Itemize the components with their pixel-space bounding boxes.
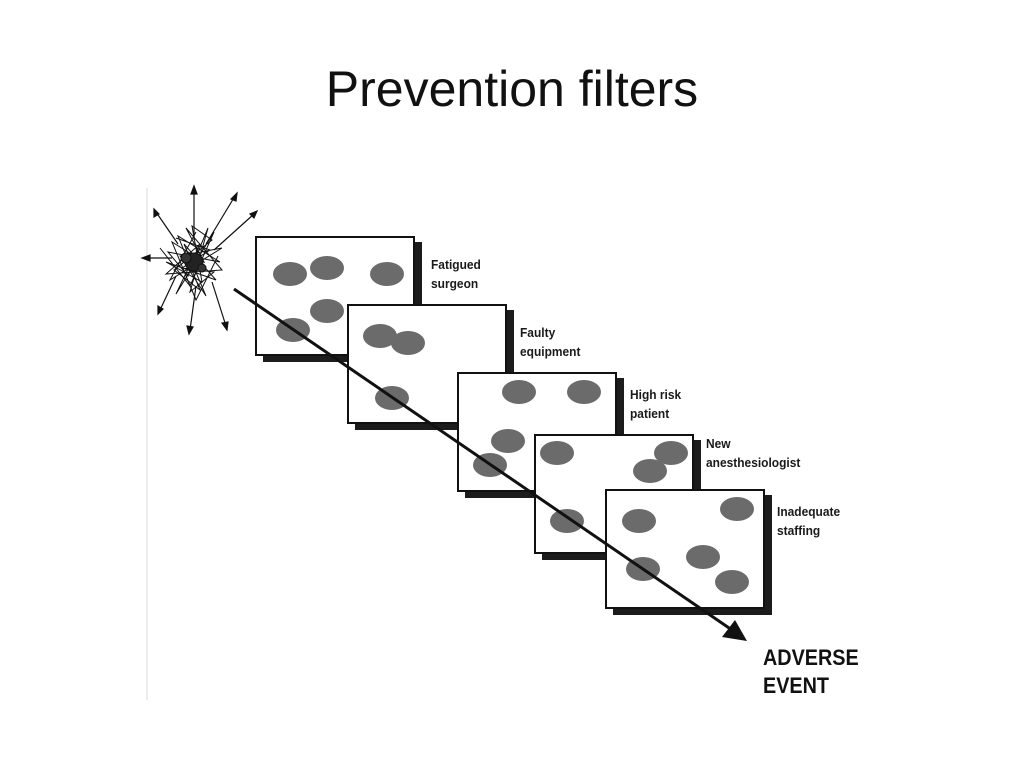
filter-hole (622, 509, 656, 533)
filter-hole (502, 380, 536, 404)
filter-hole (715, 570, 749, 594)
filter-hole (491, 429, 525, 453)
filter-label-3: High risk patient (630, 387, 682, 421)
filter-hole (550, 509, 584, 533)
filter-hole (567, 380, 601, 404)
trajectory-arrow (233, 287, 747, 641)
hazard-burst-icon (159, 224, 224, 302)
filter-hole (720, 497, 754, 521)
adverse-event-label: ADVERSE EVENT (763, 645, 859, 698)
filter-panel-5 (605, 489, 772, 615)
filter-hole (370, 262, 404, 286)
hazard-arrows (140, 184, 259, 336)
filter-hole (310, 256, 344, 280)
filter-hole (363, 324, 397, 348)
filter-hole (540, 441, 574, 465)
filter-label-1: Fatigued surgeon (431, 257, 481, 291)
filter-hole (391, 331, 425, 355)
slide-title: Prevention filters (325, 61, 699, 117)
filter-hole (633, 459, 667, 483)
filter-hole (686, 545, 720, 569)
filter-hole (310, 299, 344, 323)
filter-hole (654, 441, 688, 465)
filter-label-2: Faulty equipment (520, 325, 581, 359)
filter-label-5: Inadequate staffing (777, 504, 841, 538)
filter-hole (273, 262, 307, 286)
filter-label-4: New anesthesiologist (706, 436, 801, 470)
filter-panel-1 (255, 236, 422, 362)
